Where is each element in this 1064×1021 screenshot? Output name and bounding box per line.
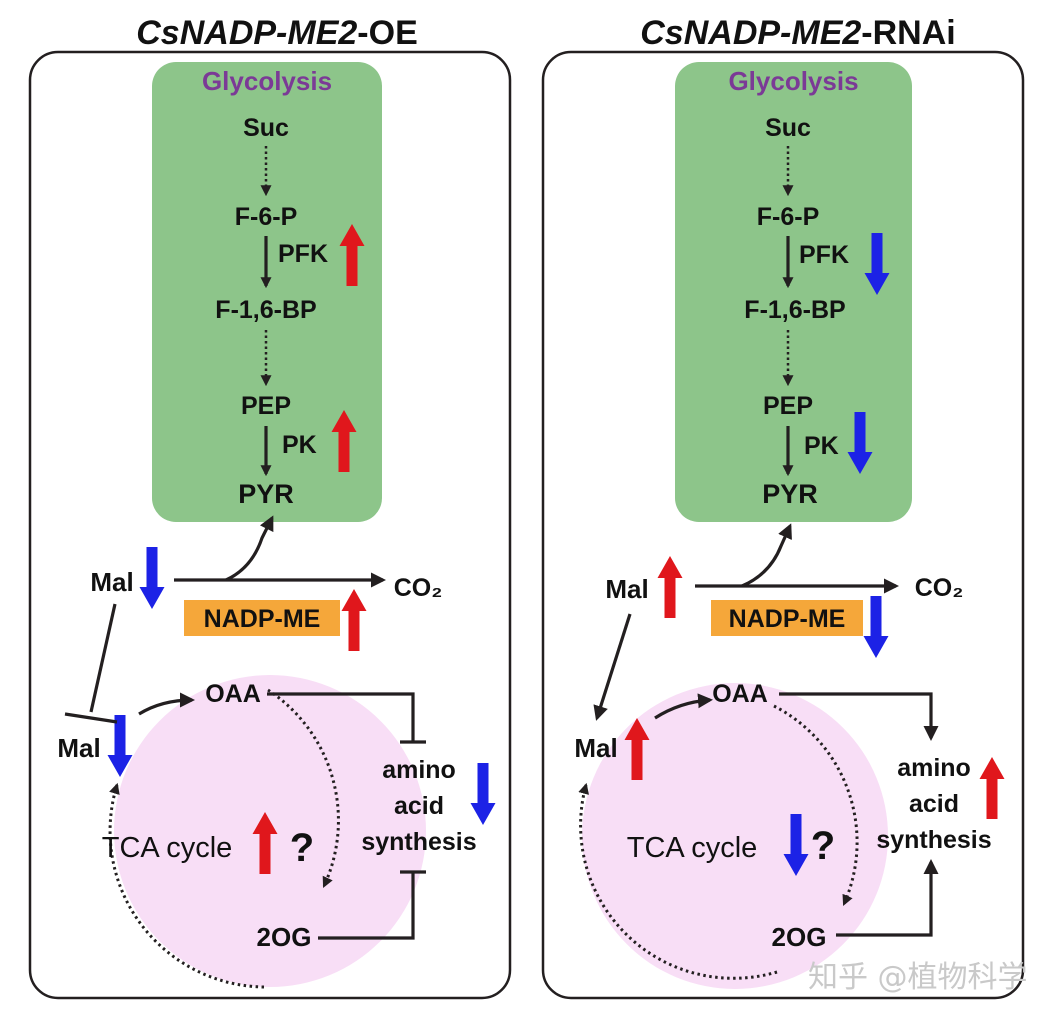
dotted-arc-2og-mal bbox=[578, 782, 778, 980]
amino-acid-synthesis-line: acid bbox=[909, 790, 959, 818]
metabolite-pyr: PYR bbox=[762, 479, 818, 509]
dotted-arc-oaa-2og bbox=[773, 704, 859, 907]
tca-cycle-label: TCA cycle bbox=[102, 832, 233, 864]
metabolite-pyr: PYR bbox=[238, 479, 294, 509]
amino-acid-synthesis-line: amino bbox=[897, 754, 971, 782]
change-tca bbox=[252, 812, 278, 874]
activation-2og-amino bbox=[836, 859, 939, 937]
enzyme-pfk: PFK bbox=[278, 240, 328, 268]
blue-down-arrow-icon bbox=[864, 233, 890, 295]
red-up-arrow-icon bbox=[252, 812, 278, 874]
arrow-mal-oaa bbox=[138, 692, 195, 716]
metabolite-oaa: OAA bbox=[205, 680, 261, 708]
inhibition-mal-to-cycle bbox=[89, 603, 117, 713]
change-tca bbox=[783, 814, 809, 876]
metabolite-mal-cytosol: Mal bbox=[605, 574, 648, 604]
red-up-arrow-icon bbox=[331, 410, 357, 472]
question-mark: ? bbox=[290, 826, 314, 870]
amino-acid-synthesis-line: synthesis bbox=[361, 828, 476, 856]
activation-oaa-amino bbox=[779, 692, 939, 741]
metabolite-pep: PEP bbox=[763, 392, 813, 420]
arrow-mal-oaa bbox=[654, 693, 713, 720]
blue-down-arrow-icon bbox=[470, 763, 496, 825]
arrow-to-pyr bbox=[741, 523, 792, 588]
amino-acid-synthesis-line: synthesis bbox=[876, 826, 991, 854]
red-up-arrow-icon bbox=[657, 556, 683, 618]
tca-cycle-label: TCA cycle bbox=[627, 832, 758, 864]
metabolite-mal-mito: Mal bbox=[57, 733, 100, 763]
change-pfk bbox=[864, 233, 890, 295]
metabolite-suc: Suc bbox=[765, 114, 811, 142]
change-mal-mito bbox=[624, 718, 650, 780]
metabolite-f16bp: F-1,6-BP bbox=[744, 296, 845, 324]
question-mark: ? bbox=[811, 824, 835, 868]
change-amino-acid bbox=[470, 763, 496, 825]
panel-title-rnai: CsNADP-ME2-RNAi bbox=[640, 14, 955, 53]
amino-acid-synthesis-line: amino bbox=[382, 756, 456, 784]
gene-name: CsNADP-ME2 bbox=[136, 14, 358, 52]
change-pfk bbox=[339, 224, 365, 286]
red-up-arrow-icon bbox=[341, 589, 367, 651]
change-nadp-me bbox=[341, 589, 367, 651]
glycolysis-title: Glycolysis bbox=[202, 66, 332, 96]
change-mal-mito bbox=[107, 715, 133, 777]
inhibition-2og-amino bbox=[318, 872, 415, 940]
construct-suffix: -OE bbox=[357, 14, 418, 52]
red-up-arrow-icon bbox=[339, 224, 365, 286]
panel-title-oe: CsNADP-ME2-OE bbox=[136, 14, 418, 53]
red-up-arrow-icon bbox=[979, 757, 1005, 819]
metabolite-pep: PEP bbox=[241, 392, 291, 420]
metabolite-co2: CO₂ bbox=[394, 574, 443, 602]
change-pk bbox=[847, 412, 873, 474]
change-pk bbox=[331, 410, 357, 472]
blue-down-arrow-icon bbox=[847, 412, 873, 474]
dotted-arc-2og-mal bbox=[108, 782, 265, 989]
glycolysis-box bbox=[675, 62, 912, 522]
metabolite-f16bp: F-1,6-BP bbox=[215, 296, 316, 324]
glycolysis-box bbox=[152, 62, 382, 522]
inhibition-bar bbox=[64, 712, 118, 724]
amino-acid-synthesis-line: acid bbox=[394, 792, 444, 820]
blue-down-arrow-icon bbox=[107, 715, 133, 777]
construct-suffix: -RNAi bbox=[861, 14, 956, 52]
enzyme-pk: PK bbox=[804, 432, 839, 460]
enzyme-pk: PK bbox=[282, 431, 317, 459]
enzyme-pfk: PFK bbox=[799, 241, 849, 269]
blue-down-arrow-icon bbox=[863, 596, 889, 658]
enzyme-nadp-me: NADP-ME bbox=[729, 605, 846, 633]
activation-mal-to-cycle bbox=[593, 613, 632, 721]
change-mal-cytosol bbox=[139, 547, 165, 609]
metabolite-suc: Suc bbox=[243, 114, 289, 142]
gene-name: CsNADP-ME2 bbox=[640, 14, 862, 52]
change-mal-cytosol bbox=[657, 556, 683, 618]
metabolite-mal-mito: Mal bbox=[574, 733, 617, 763]
metabolite-2og: 2OG bbox=[257, 922, 312, 952]
enzyme-nadp-me: NADP-ME bbox=[204, 605, 321, 633]
tca-cycle-circle bbox=[582, 683, 888, 989]
red-up-arrow-icon bbox=[624, 718, 650, 780]
arrow-to-pyr bbox=[225, 515, 274, 582]
metabolite-mal-cytosol: Mal bbox=[90, 567, 133, 597]
metabolite-oaa: OAA bbox=[712, 680, 768, 708]
metabolite-co2: CO₂ bbox=[915, 574, 964, 602]
inhibition-oaa-amino bbox=[267, 692, 415, 742]
nadp-me-box bbox=[711, 600, 863, 636]
nadp-me-box bbox=[184, 600, 340, 636]
change-nadp-me bbox=[863, 596, 889, 658]
watermark: 知乎 @植物科学 bbox=[808, 960, 1028, 995]
metabolite-f6p: F-6-P bbox=[757, 203, 820, 231]
metabolite-2og: 2OG bbox=[772, 922, 827, 952]
glycolysis-title: Glycolysis bbox=[728, 66, 858, 96]
change-amino-acid bbox=[979, 757, 1005, 819]
blue-down-arrow-icon bbox=[783, 814, 809, 876]
blue-down-arrow-icon bbox=[139, 547, 165, 609]
dotted-arc-oaa-2og bbox=[267, 688, 340, 888]
metabolite-f6p: F-6-P bbox=[235, 203, 298, 231]
